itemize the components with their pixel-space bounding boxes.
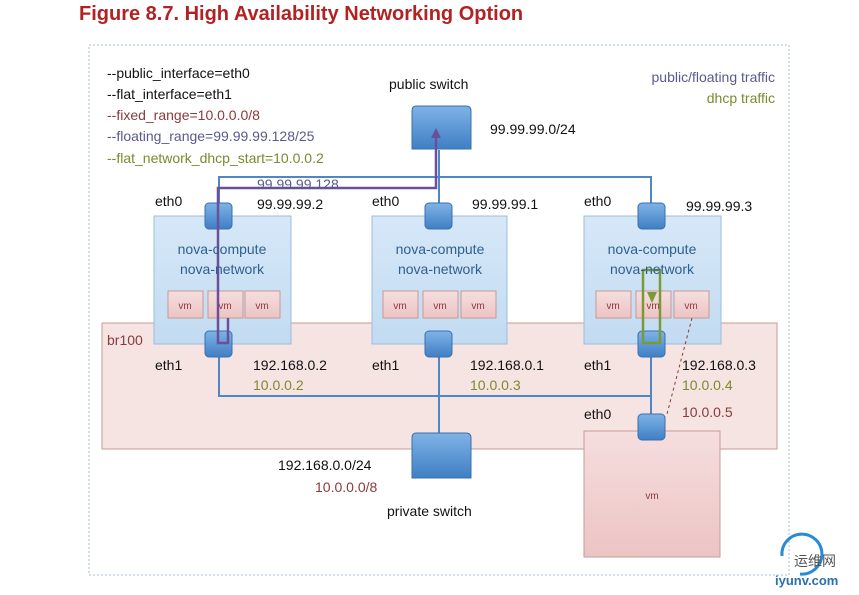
host1-fixed-ip: 10.0.0.2 xyxy=(253,377,304,393)
host2-vm-2 xyxy=(422,290,459,319)
config-flag-2: --flat_interface=eth1 xyxy=(107,86,232,102)
host1-service-compute: nova-compute xyxy=(178,241,267,257)
diagram-frame xyxy=(88,44,790,576)
host1-private-ip: 192.168.0.2 xyxy=(253,357,327,373)
host3-service-compute: nova-compute xyxy=(608,241,697,257)
host2-public-ip: 99.99.99.1 xyxy=(472,196,538,212)
host3-vm-1-label: vm xyxy=(606,301,619,312)
config-flag-3: --fixed_range=10.0.0.0/8 xyxy=(107,107,260,123)
host3-vm-2-label: vm xyxy=(646,301,659,312)
legend-dhcp: dhcp traffic xyxy=(707,90,775,106)
host1-floating-ip: 99.99.99.128 xyxy=(257,176,339,192)
host2-service-compute: nova-compute xyxy=(396,241,485,257)
external-vm-ip: 10.0.0.5 xyxy=(682,404,733,420)
host1-vm-1 xyxy=(167,290,204,319)
public-switch-label: public switch xyxy=(389,76,468,92)
config-flag-1: --public_interface=eth0 xyxy=(107,65,250,81)
host3-public-ip: 99.99.99.3 xyxy=(686,198,752,214)
host2-eth1-label: eth1 xyxy=(372,357,399,373)
legend-public-floating: public/floating traffic xyxy=(652,69,775,85)
host2-vm-3-label: vm xyxy=(471,301,484,312)
private-bus xyxy=(218,343,652,397)
host2-service-network: nova-network xyxy=(398,261,483,277)
host3-eth0-label: eth0 xyxy=(584,193,611,209)
host-1 xyxy=(153,215,292,345)
private-switch-subnet: 192.168.0.0/24 xyxy=(278,457,372,473)
watermark-cn: 运维网 xyxy=(794,553,836,569)
host2-fixed-ip: 10.0.0.3 xyxy=(470,377,521,393)
host-3 xyxy=(583,215,722,345)
external-vm-eth0-label: eth0 xyxy=(584,406,611,422)
config-flag-5: --flat_network_dhcp_start=10.0.0.2 xyxy=(107,150,324,166)
host1-public-ip: 99.99.99.2 xyxy=(257,196,323,212)
floating-traffic-arrow xyxy=(431,128,441,138)
host1-vm-3-label: vm xyxy=(255,301,268,312)
floating-traffic-path xyxy=(216,136,438,345)
private-switch-label: private switch xyxy=(387,503,472,519)
host2-private-ip: 192.168.0.1 xyxy=(470,357,544,373)
config-flag-4: --floating_range=99.99.99.128/25 xyxy=(107,128,315,144)
host1-eth0-label: eth0 xyxy=(155,193,182,209)
watermark-logo-icon xyxy=(780,532,824,576)
host2-vm-1 xyxy=(382,290,419,319)
host1-service-network: nova-network xyxy=(180,261,265,277)
private-switch-icon xyxy=(411,432,472,479)
host3-vm-1 xyxy=(595,290,632,319)
host1-vm-1-label: vm xyxy=(178,301,191,312)
host3-vm-3 xyxy=(673,290,710,319)
br100-label: br100 xyxy=(107,332,143,348)
dhcp-traffic-loop xyxy=(641,268,662,345)
figure-title: Figure 8.7. High Availability Networking… xyxy=(79,3,524,25)
host3-service-network: nova-network xyxy=(610,261,695,277)
external-vm-eth0-port xyxy=(637,413,666,441)
public-switch-subnet: 99.99.99.0/24 xyxy=(490,121,576,137)
host3-eth0-port xyxy=(637,202,666,230)
host1-vm-2-label: vm xyxy=(218,301,231,312)
host1-eth1-label: eth1 xyxy=(155,357,182,373)
private-switch-fixed: 10.0.0.0/8 xyxy=(315,479,377,495)
host2-vm-2-label: vm xyxy=(433,301,446,312)
vm-to-external-dashed xyxy=(666,317,693,415)
host2-eth0-port xyxy=(424,202,453,230)
external-vm-box xyxy=(583,430,721,558)
watermark-domain: iyunv.com xyxy=(775,573,838,588)
host1-vm-2 xyxy=(207,290,244,319)
host3-private-ip: 192.168.0.3 xyxy=(682,357,756,373)
public-switch-icon xyxy=(411,105,472,150)
host2-vm-3 xyxy=(460,290,497,319)
host3-eth1-label: eth1 xyxy=(584,357,611,373)
host3-fixed-ip: 10.0.0.4 xyxy=(682,377,733,393)
host2-vm-1-label: vm xyxy=(393,301,406,312)
host1-vm-3 xyxy=(244,290,281,319)
host3-vm-3-label: vm xyxy=(684,301,697,312)
host2-eth0-label: eth0 xyxy=(372,193,399,209)
host-2 xyxy=(371,215,508,345)
host2-eth1-port xyxy=(424,330,453,358)
external-vm-label: vm xyxy=(645,491,658,502)
dhcp-traffic-arrow xyxy=(647,292,657,303)
